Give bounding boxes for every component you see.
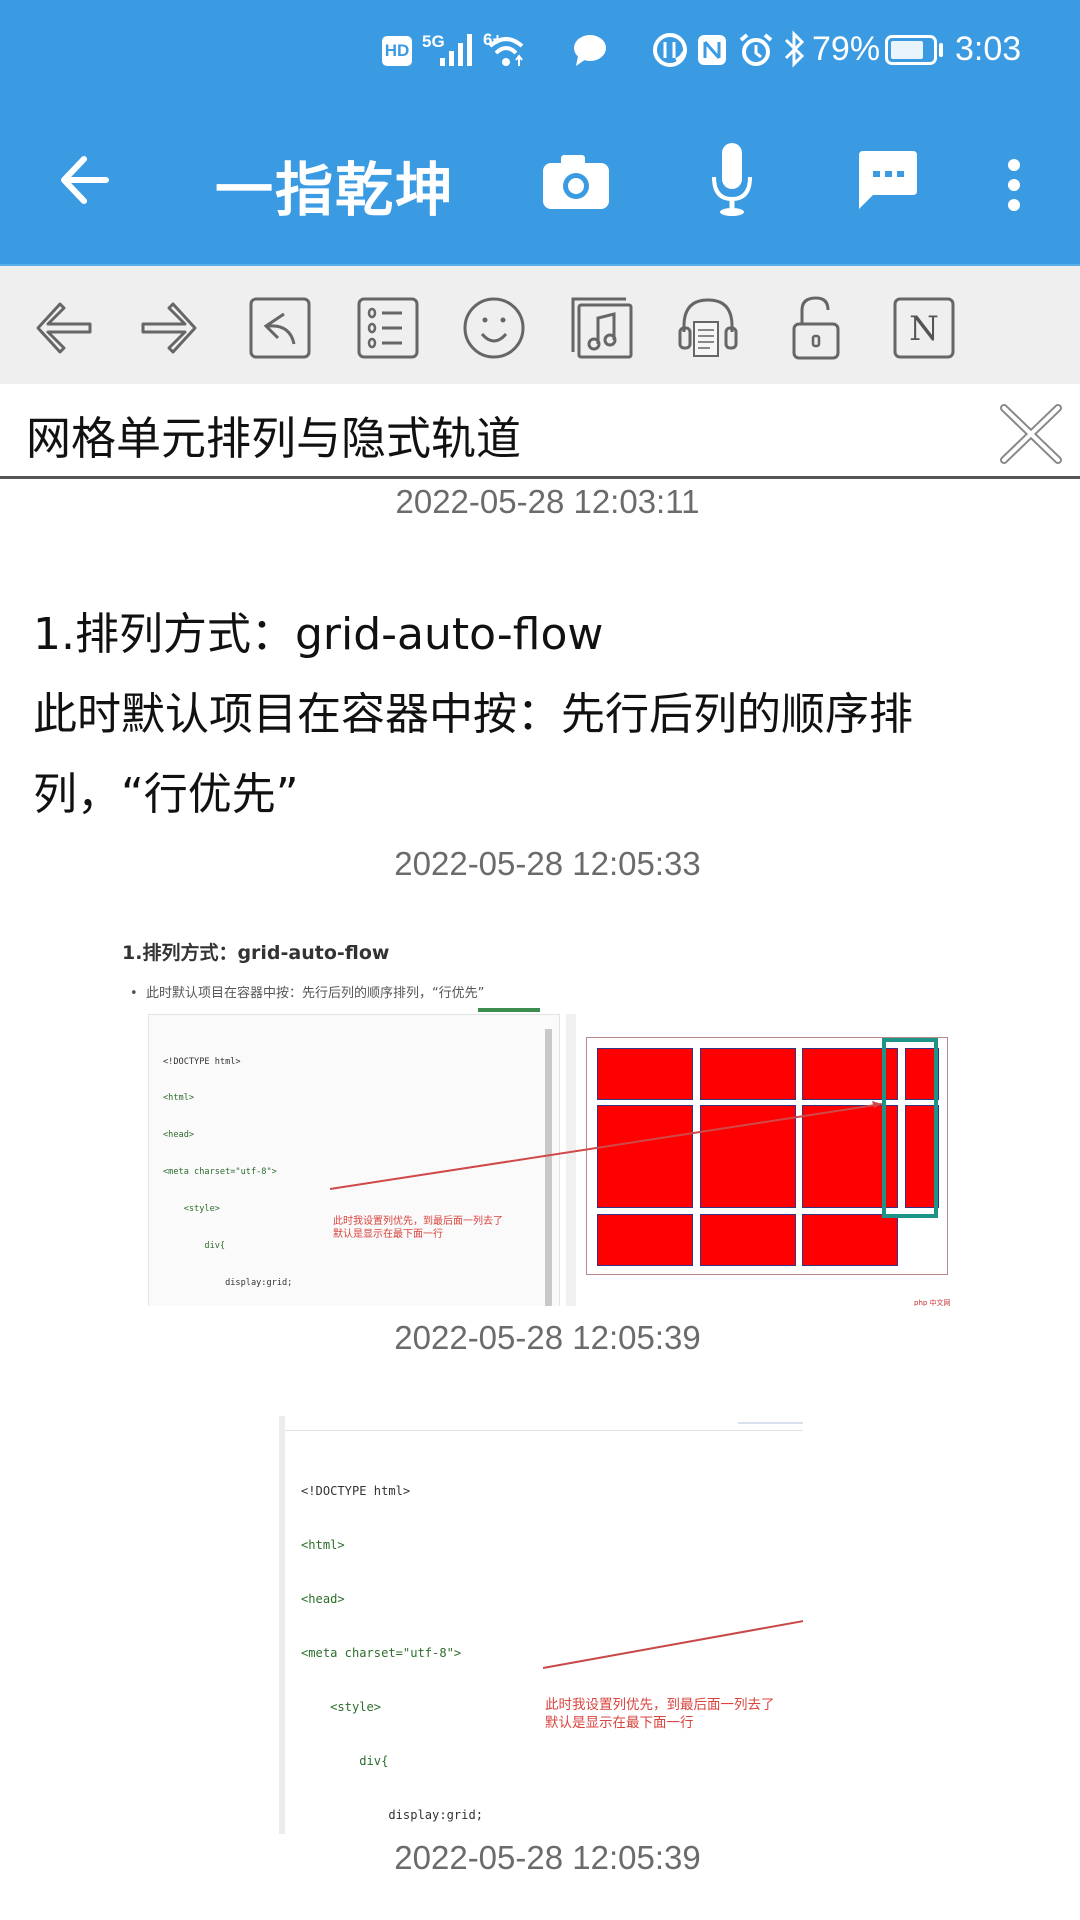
image2-code: <!DOCTYPE html> <html> <head> <meta char… bbox=[301, 1446, 701, 1834]
code-line: <!DOCTYPE html> bbox=[301, 1484, 411, 1498]
grid-cell bbox=[597, 1214, 693, 1266]
wifi-type-label: 6+ bbox=[483, 30, 503, 49]
image1-scrollbar bbox=[545, 1029, 552, 1306]
signal-icon bbox=[440, 34, 472, 66]
music-icon[interactable] bbox=[570, 296, 634, 360]
note-line: 此时我设置列优先，到最后面一列去了 bbox=[333, 1216, 503, 1227]
svg-text:N: N bbox=[909, 309, 939, 349]
grid-cell bbox=[905, 1048, 939, 1100]
hd-icon: HD bbox=[382, 36, 412, 66]
teal-highlight-box bbox=[882, 1038, 938, 1218]
image2-tab bbox=[738, 1422, 803, 1424]
smiley-icon[interactable] bbox=[462, 296, 526, 360]
note-line: 默认是显示在最下面一行 bbox=[545, 1715, 694, 1731]
grid-cell bbox=[802, 1214, 898, 1266]
battery-tip bbox=[939, 43, 943, 57]
bullet-dot: • bbox=[130, 986, 146, 1001]
image2-note: 此时我设置列优先，到最后面一列去了 默认是显示在最下面一行 bbox=[545, 1696, 775, 1732]
code-line: <head> bbox=[163, 1130, 195, 1141]
annotation-arrow bbox=[329, 1101, 883, 1190]
document-title-bar: 网格单元排列与隐式轨道 bbox=[0, 384, 1080, 479]
code-line: <html> bbox=[163, 1093, 195, 1104]
image1-bullet: • 此时默认项目在容器中按：先行后列的顺序排列，“行优先” bbox=[130, 982, 484, 1001]
code-line: <meta charset="utf-8"> bbox=[163, 1167, 277, 1178]
code-line: <style> bbox=[163, 1204, 220, 1215]
chat-icon[interactable] bbox=[857, 149, 919, 211]
bluetooth-icon bbox=[784, 30, 805, 68]
note-line: 此时我设置列优先，到最后面一列去了 bbox=[545, 1697, 775, 1713]
annotation-arrow bbox=[542, 1620, 803, 1669]
camera-icon[interactable] bbox=[541, 153, 611, 211]
arrow-left-outline-icon[interactable] bbox=[30, 296, 94, 360]
timestamp-2: 2022-05-28 12:05:39 bbox=[394, 1319, 701, 1356]
message-line-1: 1.排列方式：grid-auto-flow bbox=[33, 609, 604, 660]
close-icon[interactable] bbox=[1000, 404, 1062, 464]
arrow-right-outline-icon[interactable] bbox=[139, 296, 203, 360]
grid-cell bbox=[905, 1105, 939, 1208]
image1-watermark: php 中文网 bbox=[914, 1299, 951, 1306]
image1-note: 此时我设置列优先，到最后面一列去了 默认是显示在最下面一行 bbox=[333, 1215, 503, 1241]
message-line-3: 列，“行优先” bbox=[33, 769, 299, 820]
image1-code-panel: <!DOCTYPE html> <html> <head> <meta char… bbox=[148, 1014, 560, 1306]
grid-container-demo bbox=[586, 1037, 948, 1275]
image1-bullet-text: 此时默认项目在容器中按：先行后列的顺序排列，“行优先” bbox=[145, 986, 485, 1001]
status-bar: HD 5G 6+ 79% 3:03 bbox=[0, 0, 1080, 103]
code-line: div{ bbox=[301, 1754, 389, 1768]
message-line-2: 此时默认项目在容器中按：先行后列的顺序排 bbox=[33, 689, 913, 740]
note-line: 默认是显示在最下面一行 bbox=[333, 1229, 443, 1240]
timestamp-3: 2022-05-28 12:05:39 bbox=[394, 1839, 701, 1876]
toolbar: N bbox=[0, 264, 1080, 384]
list-icon[interactable] bbox=[356, 296, 420, 360]
app-title: 一指乾坤 bbox=[215, 156, 456, 224]
code-line: <html> bbox=[301, 1538, 345, 1552]
nfc-icon bbox=[698, 35, 726, 65]
clock: 3:03 bbox=[955, 30, 1022, 68]
document-title: 网格单元排列与隐式轨道 bbox=[26, 412, 522, 465]
microphone-icon[interactable] bbox=[709, 141, 755, 217]
image1-tab-indicator bbox=[478, 1008, 540, 1012]
image1-code: <!DOCTYPE html> <html> <head> <meta char… bbox=[163, 1031, 448, 1306]
timestamp-cut: 2022-05-28 12:03:11 bbox=[395, 483, 700, 520]
reply-icon[interactable] bbox=[248, 296, 312, 360]
screenshot-image-1[interactable]: 1.排列方式：grid-auto-flow • 此时默认项目在容器中按：先行后列… bbox=[118, 920, 962, 1306]
arrow-left-icon[interactable] bbox=[58, 155, 110, 205]
message-notification-icon bbox=[574, 35, 606, 66]
screenshot-image-2[interactable]: <!DOCTYPE html> <html> <head> <meta char… bbox=[279, 1416, 803, 1834]
grid-cell bbox=[597, 1105, 693, 1208]
image1-heading: 1.排列方式：grid-auto-flow bbox=[122, 942, 390, 964]
code-line: display:grid; bbox=[163, 1277, 293, 1288]
grid-cell bbox=[700, 1048, 796, 1100]
grid-cell bbox=[700, 1105, 796, 1208]
code-line: div{ bbox=[163, 1241, 226, 1252]
data-saver-icon bbox=[653, 33, 687, 67]
message-text-1[interactable]: 1.排列方式：grid-auto-flow 此时默认项目在容器中按：先行后列的顺… bbox=[33, 595, 1053, 835]
timestamp-1: 2022-05-28 12:05:33 bbox=[394, 845, 701, 882]
unlock-icon[interactable] bbox=[784, 296, 848, 360]
wifi-icon bbox=[488, 37, 524, 66]
battery-percent: 79% bbox=[812, 30, 881, 68]
code-line: <meta charset="utf-8"> bbox=[301, 1646, 462, 1660]
app-bar: 一指乾坤 bbox=[0, 103, 1080, 264]
message-list[interactable]: 2022-05-28 12:03:11 1.排列方式：grid-auto-flo… bbox=[0, 479, 1080, 1920]
grid-cell bbox=[597, 1048, 693, 1100]
grid-cell bbox=[700, 1214, 796, 1266]
code-line: <head> bbox=[301, 1592, 345, 1606]
hd-label: HD bbox=[384, 41, 410, 60]
headphones-doc-icon[interactable] bbox=[676, 296, 740, 360]
code-line: <!DOCTYPE html> bbox=[163, 1056, 241, 1067]
battery-icon bbox=[885, 35, 937, 65]
more-vertical-icon[interactable] bbox=[1003, 157, 1025, 213]
code-line: <style> bbox=[301, 1700, 382, 1714]
network-type-label: 5G bbox=[422, 32, 445, 51]
notion-n-icon[interactable]: N bbox=[892, 296, 956, 360]
alarm-icon bbox=[739, 33, 773, 66]
code-line: display:grid; bbox=[301, 1808, 484, 1822]
image1-preview-panel: php 中文网 bbox=[566, 1014, 962, 1306]
image2-top-border bbox=[285, 1430, 803, 1431]
